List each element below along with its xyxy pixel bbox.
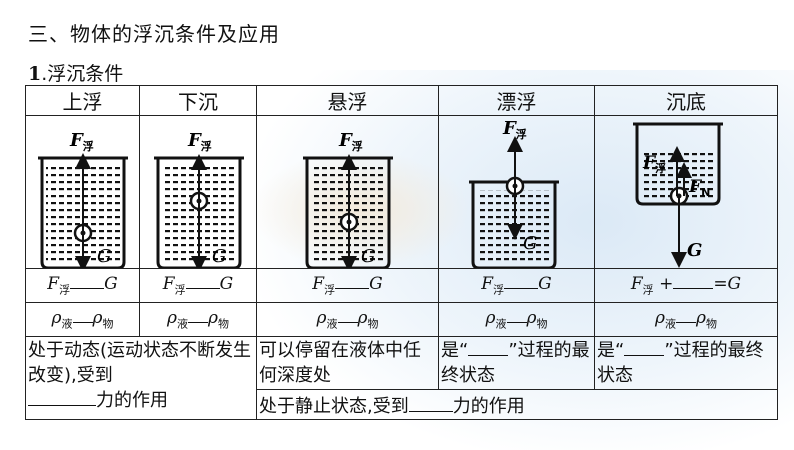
footer-row: 处于静止状态,受到力的作用 (26, 389, 778, 420)
figure-row: F浮 G F浮 G (25, 115, 778, 269)
buoyant-force-label: F浮 (338, 130, 363, 153)
answer-blank[interactable] (28, 391, 96, 406)
buoyant-force-label: F浮 (69, 130, 94, 153)
answer-blank[interactable] (673, 274, 714, 289)
subsection-number: 1 (28, 63, 42, 85)
weight-label: G (523, 233, 537, 254)
buoyant-force-label: F浮 (502, 118, 527, 141)
cell-figure-rising: F浮 G (25, 115, 140, 269)
cell-figure-floating: F浮 G (438, 115, 595, 269)
answer-blank[interactable] (468, 341, 509, 356)
beaker-sinking-diagram: F浮 G (154, 130, 244, 268)
col-header-rising: 上浮 (25, 85, 140, 116)
answer-blank[interactable] (70, 274, 105, 289)
answer-blank[interactable] (506, 308, 527, 323)
force-relation-at-bottom: F浮 +=G (594, 268, 778, 303)
section-heading: 三、物体的浮沉条件及应用 (28, 22, 280, 46)
header-row: 上浮 下沉 悬浮 漂浮 沉底 (25, 85, 778, 116)
description-dynamic: 处于动态(运动状态不断发生改变),受到力的作用 (25, 336, 257, 420)
weight-label: G (212, 246, 226, 267)
subsection-title: .浮沉条件 (41, 63, 124, 85)
beaker-floating-diagram: F浮 G (469, 118, 559, 268)
answer-blank[interactable] (408, 397, 453, 412)
answer-blank[interactable] (72, 308, 93, 323)
buoyant-force-label: F浮 (642, 153, 666, 175)
weight-label: G (97, 246, 111, 267)
cell-figure-at-bottom: F浮 FN G (594, 115, 778, 269)
cell-figure-sinking: F浮 G (139, 115, 257, 269)
answer-blank[interactable] (337, 308, 358, 323)
answer-blank[interactable] (188, 308, 208, 323)
weight-label: G (361, 246, 375, 267)
description-any-depth: 可以停留在液体中任何深度处 (256, 336, 439, 390)
normal-force-label: FN (688, 177, 710, 199)
cell-figure-suspended: F浮 G (256, 115, 439, 269)
answer-blank[interactable] (185, 274, 220, 289)
beaker-at-bottom-diagram: F浮 FN G (633, 122, 723, 268)
col-header-at-bottom: 沉底 (594, 85, 778, 116)
answer-blank[interactable] (676, 308, 696, 323)
col-header-floating: 漂浮 (438, 85, 595, 116)
col-header-suspended: 悬浮 (256, 85, 439, 116)
buoyancy-conditions-table: 上浮 下沉 悬浮 漂浮 沉底 F浮 G (25, 85, 778, 420)
weight-label: G (687, 240, 702, 261)
beaker-suspended-diagram: F浮 G (303, 130, 393, 268)
buoyant-force-label: F浮 (187, 130, 212, 153)
description-floating: 是“”过程的最终状态 (438, 336, 595, 390)
answer-blank[interactable] (624, 341, 665, 356)
description-at-bottom: 是“”过程的最终状态 (594, 336, 778, 390)
answer-blank[interactable] (504, 274, 539, 289)
description-static: 处于静止状态,受到力的作用 (256, 389, 778, 420)
subsection-heading: 1.浮沉条件 (28, 59, 123, 86)
description-row: 处于动态(运动状态不断发生改变),受到力的作用 可以停留在液体中任何深度处 是“… (25, 336, 778, 420)
answer-blank[interactable] (335, 274, 370, 289)
col-header-sinking: 下沉 (139, 85, 257, 116)
beaker-rising-diagram: F浮 G (38, 130, 128, 268)
